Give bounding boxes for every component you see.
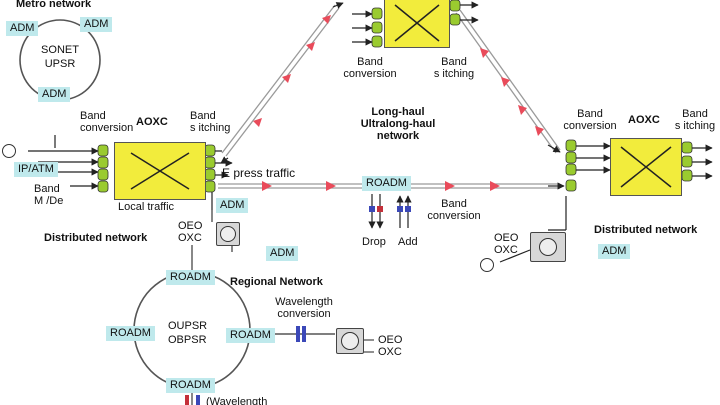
metro-network-title: Metro network xyxy=(16,0,92,10)
band-conversion-top: Band conversion xyxy=(343,56,397,80)
crossconnect-icon xyxy=(394,4,440,42)
amplifier xyxy=(306,42,315,51)
regional-roadm-left[interactable]: ROADM xyxy=(106,326,155,341)
wavelength-bottom-label: (Wavelength xyxy=(206,396,268,405)
amplifier xyxy=(253,118,262,127)
right-aoxc-switch[interactable] xyxy=(610,138,682,196)
amplifier xyxy=(262,181,272,191)
band-switching-top: Band s itching xyxy=(433,56,475,80)
band-switching-left: Band s itching xyxy=(190,110,231,134)
distributed-network-right: Distributed network xyxy=(594,224,698,236)
amplifier xyxy=(535,126,544,136)
regional-roadm-right[interactable]: ROADM xyxy=(226,328,275,343)
distributed-network-left: Distributed network xyxy=(44,232,148,244)
amplifier xyxy=(282,74,291,83)
band-conversion-mid: Band conversion xyxy=(427,198,481,222)
amplifier xyxy=(445,181,455,191)
longhaul-network-title: Long-haul Ultralong-haul network xyxy=(360,106,436,142)
crossconnect-icon xyxy=(130,152,190,190)
otimes-right-icon xyxy=(480,258,494,272)
crossconnect-icon xyxy=(620,146,672,188)
amplifier xyxy=(518,105,527,115)
right-adm[interactable]: ADM xyxy=(598,244,631,259)
oeo-left: OEO xyxy=(178,220,203,232)
oeo-bottom: OEO xyxy=(378,334,403,346)
upsr-label: UPSR xyxy=(44,58,76,70)
amplifier xyxy=(480,48,489,58)
band-conversion-right: Band conversion xyxy=(563,108,617,132)
sonet-label: SONET xyxy=(41,44,79,56)
otimes-icon xyxy=(220,226,236,242)
dist-adm-top[interactable]: ADM xyxy=(216,198,249,213)
oupsr-label: OUPSR xyxy=(168,320,208,332)
local-traffic-label: Local traffic xyxy=(118,201,175,213)
aoxc-left-title: AOXC xyxy=(136,116,168,128)
express-traffic-label: E press traffic xyxy=(222,166,296,180)
ip-atm-tag[interactable]: IP/ATM xyxy=(14,162,58,177)
band-conversion-left: Band conversion xyxy=(80,110,134,134)
otimes-icon xyxy=(341,332,359,350)
regional-roadm-top[interactable]: ROADM xyxy=(166,270,215,285)
amplifier xyxy=(326,181,336,191)
drop-add-ports xyxy=(369,206,411,212)
oeo-right: OEO xyxy=(494,232,519,244)
otimes-icon xyxy=(539,238,557,256)
metro-adm-right[interactable]: ADM xyxy=(80,17,113,32)
drop-label: Drop xyxy=(362,236,386,248)
oxc-bottom: OXC xyxy=(378,346,402,358)
oeo-switch-bottom[interactable] xyxy=(336,328,364,354)
aoxc-right-title: AOXC xyxy=(628,114,660,126)
right-ports xyxy=(565,139,693,192)
dist-adm-bottom[interactable]: ADM xyxy=(266,246,299,261)
oeo-switch-right[interactable] xyxy=(530,232,566,262)
left-aoxc-switch[interactable] xyxy=(114,142,206,200)
roadm-center[interactable]: ROADM xyxy=(362,176,411,191)
wavelength-conversion: Wavelength conversion xyxy=(275,296,333,320)
regional-network-title: Regional Network xyxy=(230,276,323,288)
otimes-left-icon xyxy=(2,144,16,158)
top-aoxc-switch[interactable] xyxy=(384,0,450,48)
amplifier xyxy=(322,15,331,24)
metro-adm-bottom[interactable]: ADM xyxy=(38,87,71,102)
regional-roadm-bottom[interactable]: ROADM xyxy=(166,378,215,393)
metro-adm-left[interactable]: ADM xyxy=(6,21,39,36)
top-ports xyxy=(371,0,461,48)
band-muxdemux: Band M /De xyxy=(34,183,64,207)
oxc-right: OXC xyxy=(494,244,518,256)
amplifier xyxy=(501,77,510,87)
oxc-left: OXC xyxy=(178,232,202,244)
wavelength-ports xyxy=(185,326,306,405)
obpsr-label: OBPSR xyxy=(168,334,207,346)
band-switching-right: Band s itching xyxy=(674,108,716,132)
oeo-switch-left[interactable] xyxy=(216,222,240,246)
add-label: Add xyxy=(398,236,418,248)
amplifiers xyxy=(253,15,544,191)
amplifier xyxy=(490,181,500,191)
